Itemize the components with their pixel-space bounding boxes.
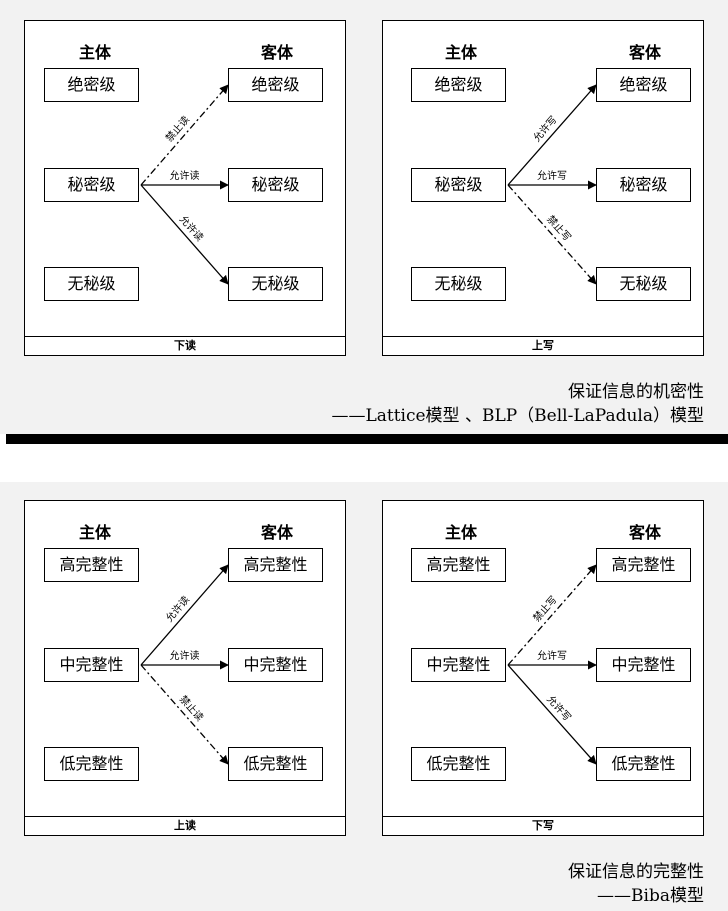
subject-node-middle: 中完整性: [44, 648, 139, 682]
edge-arrow-0: [507, 84, 597, 186]
panel-footer-label: 下读: [25, 336, 345, 355]
edge-arrow-2: [140, 184, 229, 285]
object-node-top: 绝密级: [596, 68, 691, 102]
integrity-caption: 保证信息的完整性 ——Biba模型: [568, 860, 704, 908]
edge-label-0: 禁止读: [163, 113, 192, 144]
panel-footer-label: 上读: [25, 816, 345, 835]
object-column-title: 客体: [260, 523, 293, 542]
subject-column-title: 主体: [444, 43, 477, 62]
edge-arrow-2: [140, 664, 229, 765]
caption-title: 保证信息的机密性: [568, 382, 704, 402]
edge-arrow-0: [140, 564, 229, 666]
object-node-middle: 秘密级: [596, 168, 691, 202]
edge-label-1: 允许写: [537, 169, 567, 182]
caption-models: ——Biba模型: [597, 886, 704, 906]
subject-node-middle: 秘密级: [44, 168, 139, 202]
edge-label-1: 允许读: [170, 649, 200, 662]
edge-label-2: 禁止写: [544, 213, 573, 243]
panel-biba-read-up: 允许读允许读禁止读 主体 客体 高完整性 中完整性 低完整性 高完整性 中完整性…: [24, 500, 346, 836]
subject-column-title: 主体: [78, 523, 111, 542]
object-column-title: 客体: [628, 523, 661, 542]
edge-arrow-0: [140, 84, 229, 186]
caption-models: ——Lattice模型 、BLP（Bell-LaPadula）模型: [331, 406, 704, 426]
edge-label-0: 允许写: [530, 113, 560, 144]
edge-label-2: 允许读: [177, 213, 207, 244]
panel-biba-write-down: 禁止写允许写允许写 主体 客体 高完整性 中完整性 低完整性 高完整性 中完整性…: [382, 500, 704, 836]
edge-label-0: 允许读: [163, 593, 192, 624]
edge-label-2: 允许写: [544, 693, 574, 724]
subject-node-top: 绝密级: [44, 68, 139, 102]
subject-node-bottom: 无秘级: [411, 267, 506, 301]
object-node-top: 高完整性: [228, 548, 323, 582]
object-node-top: 绝密级: [228, 68, 323, 102]
edge-label-1: 允许写: [537, 649, 567, 662]
edge-arrow-2: [507, 664, 597, 765]
object-column-title: 客体: [628, 43, 661, 62]
object-node-bottom: 低完整性: [228, 747, 323, 781]
subject-node-top: 绝密级: [411, 68, 506, 102]
edge-label-2: 禁止读: [177, 693, 207, 724]
subject-node-middle: 中完整性: [411, 648, 506, 682]
edge-label-1: 允许读: [170, 169, 200, 182]
subject-node-bottom: 低完整性: [44, 747, 139, 781]
panel-footer-label: 上写: [383, 336, 703, 355]
confidentiality-caption: 保证信息的机密性 ——Lattice模型 、BLP（Bell-LaPadula）…: [331, 380, 704, 428]
subject-node-bottom: 低完整性: [411, 747, 506, 781]
subject-node-top: 高完整性: [44, 548, 139, 582]
panel-blp-write-up: 允许写允许写禁止写 主体 客体 绝密级 秘密级 无秘级 绝密级 秘密级 无秘级 …: [382, 20, 704, 356]
edge-arrow-0: [507, 564, 597, 666]
subject-column-title: 主体: [444, 523, 477, 542]
subject-node-top: 高完整性: [411, 548, 506, 582]
object-node-bottom: 低完整性: [596, 747, 691, 781]
panel-footer-label: 下写: [383, 816, 703, 835]
section-divider: [6, 434, 728, 444]
subject-node-bottom: 无秘级: [44, 267, 139, 301]
object-node-middle: 中完整性: [228, 648, 323, 682]
subject-node-middle: 秘密级: [411, 168, 506, 202]
caption-title: 保证信息的完整性: [568, 862, 704, 882]
object-column-title: 客体: [260, 43, 293, 62]
edge-label-0: 禁止写: [531, 594, 560, 624]
subject-column-title: 主体: [78, 43, 111, 62]
object-node-bottom: 无秘级: [228, 267, 323, 301]
object-node-middle: 秘密级: [228, 168, 323, 202]
object-node-top: 高完整性: [596, 548, 691, 582]
object-node-bottom: 无秘级: [596, 267, 691, 301]
edge-arrow-2: [507, 184, 597, 285]
object-node-middle: 中完整性: [596, 648, 691, 682]
panel-blp-read-down: 禁止读允许读允许读 主体 客体 绝密级 秘密级 无秘级 绝密级 秘密级 无秘级 …: [24, 20, 346, 356]
